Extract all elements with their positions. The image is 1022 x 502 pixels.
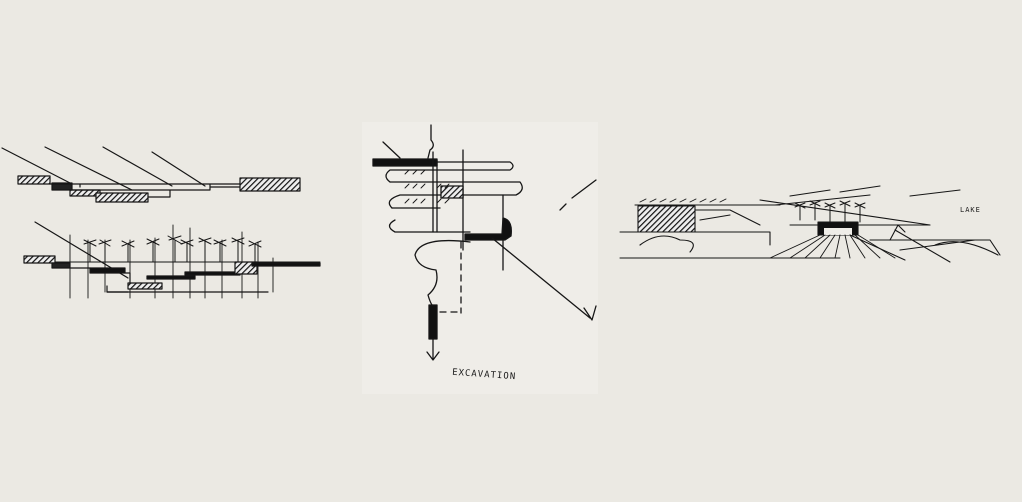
solid-block: [51, 182, 73, 191]
palm-tree-icons: [83, 235, 262, 263]
solid-block: [251, 262, 321, 267]
tree-marks: [404, 169, 450, 204]
terraced-section-sketch: [1, 146, 321, 299]
solid-slab: [372, 158, 438, 167]
hatched-block: [17, 175, 51, 185]
solid-block: [51, 262, 71, 269]
lake-section-sketch: [619, 185, 1001, 263]
sun-ray-lines: [1, 146, 206, 191]
palm-tree-icons: [794, 200, 866, 223]
excavation-sketch-paper: [362, 122, 598, 394]
hatched-block: [95, 192, 149, 203]
lake-label: LAKE: [960, 206, 981, 214]
solid-bar: [428, 304, 438, 340]
hatched-block: [239, 177, 301, 192]
brick-wall: [637, 205, 696, 233]
solid-block: [89, 267, 126, 274]
arrow: [491, 237, 597, 321]
solid-block: [184, 271, 241, 276]
down-arrow: [426, 338, 440, 361]
hatched-block: [23, 255, 56, 264]
hatched-block: [127, 282, 163, 290]
solid-block: [146, 275, 196, 280]
arrow: [889, 224, 906, 241]
hatched-block: [440, 185, 464, 199]
excavation-sketch: [372, 124, 597, 361]
roof-planting: [639, 198, 727, 203]
